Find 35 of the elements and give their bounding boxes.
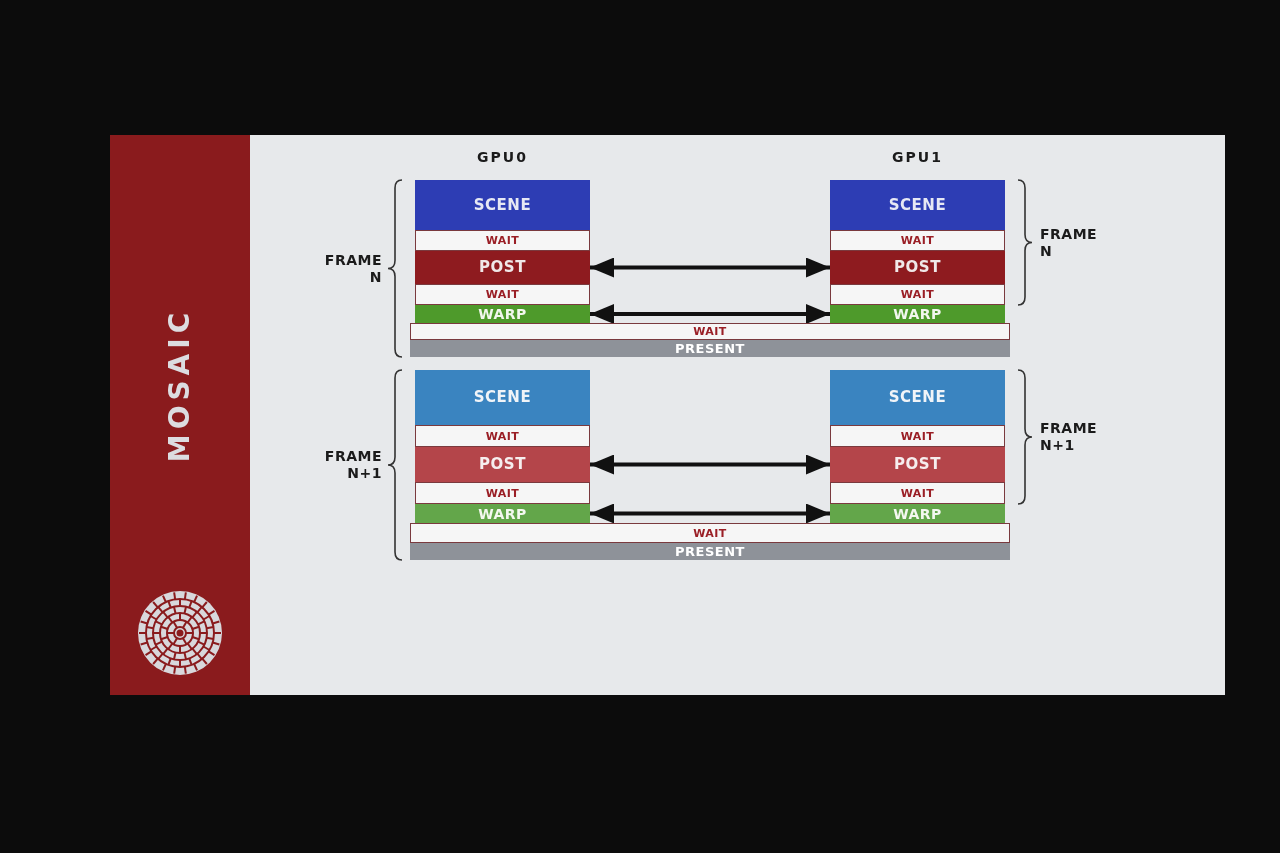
brace-label: FRAME N+1 bbox=[324, 448, 382, 482]
stage-block: WAIT bbox=[830, 482, 1005, 504]
double-arrow bbox=[590, 454, 830, 475]
slide-title: MOSAIC bbox=[166, 307, 194, 463]
timeline-bar: WAIT bbox=[410, 523, 1010, 543]
stage-block: WAIT bbox=[830, 284, 1005, 305]
double-arrow bbox=[590, 304, 830, 324]
stage-block: WAIT bbox=[415, 425, 590, 447]
double-arrow bbox=[590, 257, 830, 278]
stage-block: WAIT bbox=[415, 230, 590, 251]
stage-block: WAIT bbox=[830, 230, 1005, 251]
stage-block: WARP bbox=[415, 504, 590, 523]
stage-block: WARP bbox=[415, 305, 590, 323]
column-heading: GPU1 bbox=[891, 149, 944, 166]
brace-label: FRAME N+1 bbox=[1040, 420, 1098, 454]
timeline-bar: PRESENT bbox=[410, 543, 1010, 560]
timeline-bar: WAIT bbox=[410, 323, 1010, 340]
stage-block: WAIT bbox=[830, 425, 1005, 447]
stage-block: SCENE bbox=[415, 180, 590, 230]
brace-label: FRAME N bbox=[324, 252, 382, 286]
stage-block: POST bbox=[415, 447, 590, 482]
stage-block: WARP bbox=[830, 504, 1005, 523]
column-heading: GPU0 bbox=[476, 149, 529, 166]
timeline-bar: PRESENT bbox=[410, 340, 1010, 357]
stage-block: POST bbox=[415, 251, 590, 284]
stage-block: WARP bbox=[830, 305, 1005, 323]
stage-block: SCENE bbox=[415, 370, 590, 425]
brace-label: FRAME N bbox=[1040, 226, 1098, 260]
double-arrow bbox=[590, 503, 830, 524]
stage-block: SCENE bbox=[830, 180, 1005, 230]
stage-block: SCENE bbox=[830, 370, 1005, 425]
stage-block: POST bbox=[830, 447, 1005, 482]
stage-block: POST bbox=[830, 251, 1005, 284]
stage-block: WAIT bbox=[415, 482, 590, 504]
stage-block: WAIT bbox=[415, 284, 590, 305]
